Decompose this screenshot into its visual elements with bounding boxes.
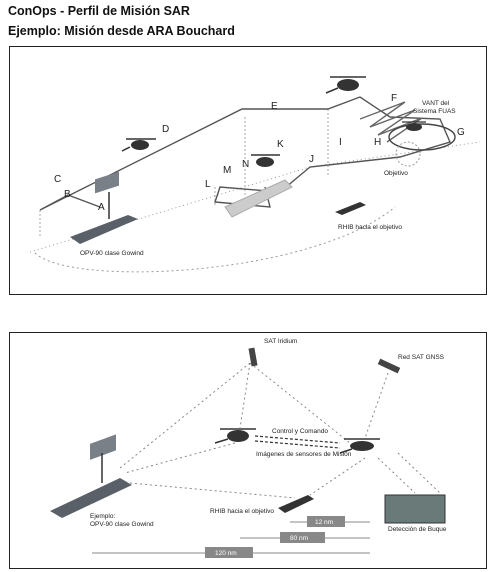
uav-label-2: Sistema FUAS: [413, 108, 456, 115]
waypoint-label: M: [223, 165, 231, 176]
uav-icon: [402, 121, 426, 131]
rhib-route: [34, 206, 396, 273]
datalink-arrows: [254, 435, 341, 449]
ship-name-label: OPV-90 clase Gowind: [90, 521, 154, 528]
waypoint-label: I: [339, 137, 342, 148]
objective-circle: [395, 141, 421, 167]
rhib-icon: [278, 495, 314, 513]
mission-profile-diagram: A B C D E F G H I J K L M N VANT del Sis…: [29, 76, 481, 273]
waypoint-label: L: [205, 179, 211, 190]
link-lines: [119, 362, 441, 499]
waypoint-label: K: [277, 139, 284, 150]
waypoint-label: A: [98, 202, 105, 213]
waypoint-label: H: [374, 137, 381, 148]
ship-icon: [50, 434, 132, 518]
mission-profile-panel: A B C D E F G H I J K L M N VANT del Sis…: [9, 46, 487, 295]
search-pattern: [359, 101, 423, 143]
helicopter-icon: [325, 76, 366, 94]
ship-label: OPV-90 clase Gowind: [80, 250, 144, 257]
waypoint-label: D: [162, 124, 169, 135]
page-title: ConOps - Perfil de Misión SAR: [8, 4, 190, 18]
uav-icon: [339, 438, 380, 454]
rhib-label: RHIB hacia el objetivo: [210, 508, 274, 515]
satellite-icon: [248, 347, 258, 367]
range-label: 80 nm: [290, 535, 308, 542]
range-label: 12 nm: [315, 519, 333, 526]
detection-label: Detección de Buque: [388, 526, 447, 533]
altitude-posts: [39, 109, 329, 237]
comms-panel: SAT Iridium Red SAT GNSS Control y Coman…: [9, 332, 487, 569]
range-bars: [92, 516, 370, 558]
page-subtitle: Ejemplo: Misión desde ARA Bouchard: [8, 24, 235, 38]
waypoint-label: N: [242, 159, 249, 170]
flight-deck-icon: [224, 179, 293, 218]
range-label: 120 nm: [215, 550, 237, 557]
helicopter-icon: [214, 428, 256, 444]
rhib-icon: [335, 202, 366, 215]
waypoint-label: C: [54, 174, 61, 185]
waypoint-label: E: [271, 101, 278, 112]
helicopter-icon: [121, 138, 156, 152]
waypoint-label: B: [64, 189, 71, 200]
uav-label: VANT del: [422, 100, 450, 107]
waypoint-label: J: [309, 154, 314, 165]
control-label: Control y Comando: [272, 428, 328, 435]
orbit-circle: [388, 123, 456, 151]
waypoint-label: F: [391, 93, 397, 104]
ship-icon: [70, 171, 138, 244]
helicopter-icon: [251, 154, 280, 167]
red-sat-label: Red SAT GNSS: [398, 354, 445, 361]
ship-example-label: Ejemplo:: [90, 513, 115, 520]
satellite-icon: [377, 358, 401, 374]
waypoint-label: G: [457, 127, 465, 138]
objective-label: Objetivo: [384, 170, 408, 177]
sat-iridium-label: SAT Iridium: [264, 338, 297, 345]
sensor-images-label: Imágenes de sensores de Misión: [256, 451, 352, 458]
rhib-label: RHIB hacia el objetivo: [338, 224, 402, 231]
comms-diagram: SAT Iridium Red SAT GNSS Control y Coman…: [50, 338, 447, 558]
detection-image: [384, 494, 446, 524]
flight-path: [39, 96, 451, 211]
